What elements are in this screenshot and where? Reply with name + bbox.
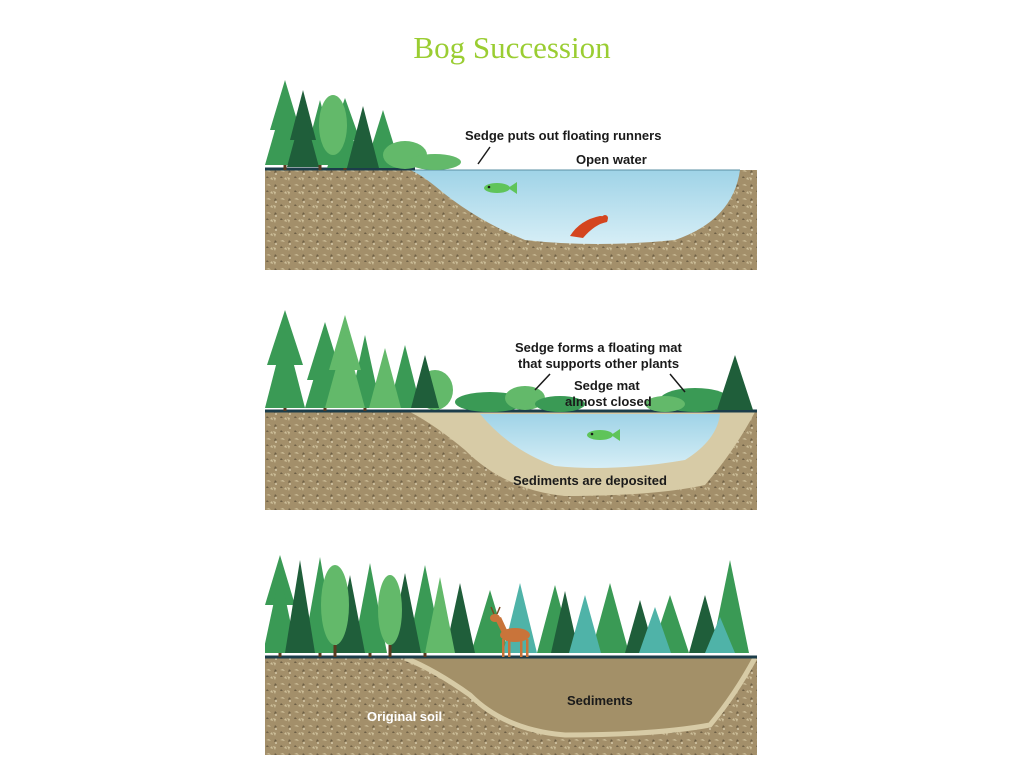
stage-3-forest-panel: Original soil Sediments	[265, 555, 757, 755]
fish-icon	[484, 182, 517, 194]
mature-forest	[265, 555, 749, 657]
label-open-water: Open water	[576, 152, 647, 167]
left-bank-forest	[265, 80, 461, 170]
label-sedge-mat-line1: Sedge mat	[574, 378, 640, 393]
label-floating-mat-line2: that supports other plants	[518, 356, 679, 371]
left-bank-forest	[265, 310, 453, 411]
crayfish-icon	[570, 215, 608, 238]
deer-icon	[490, 606, 530, 657]
label-floating-mat-line1: Sedge forms a floating mat	[515, 340, 683, 355]
label-sedge-mat-line2: almost closed	[565, 394, 652, 409]
label-sedge-runners: Sedge puts out floating runners	[465, 128, 661, 143]
sedge-mat-right	[645, 355, 753, 412]
sediment-fill	[405, 658, 755, 735]
remaining-water	[480, 414, 720, 468]
fish-icon	[587, 429, 620, 441]
sedge-mat-left	[455, 386, 585, 412]
label-sediments-deposited: Sediments are deposited	[513, 473, 667, 488]
page-title: Bog Succession	[413, 30, 611, 65]
label-sediments: Sediments	[567, 693, 633, 708]
label-original-soil: Original soil	[367, 709, 442, 724]
stage-1-open-water-panel: Sedge puts out floating runners Open wat…	[265, 80, 757, 270]
stage-2-sedge-mat-panel: Sedge forms a floating mat that supports…	[265, 310, 757, 510]
